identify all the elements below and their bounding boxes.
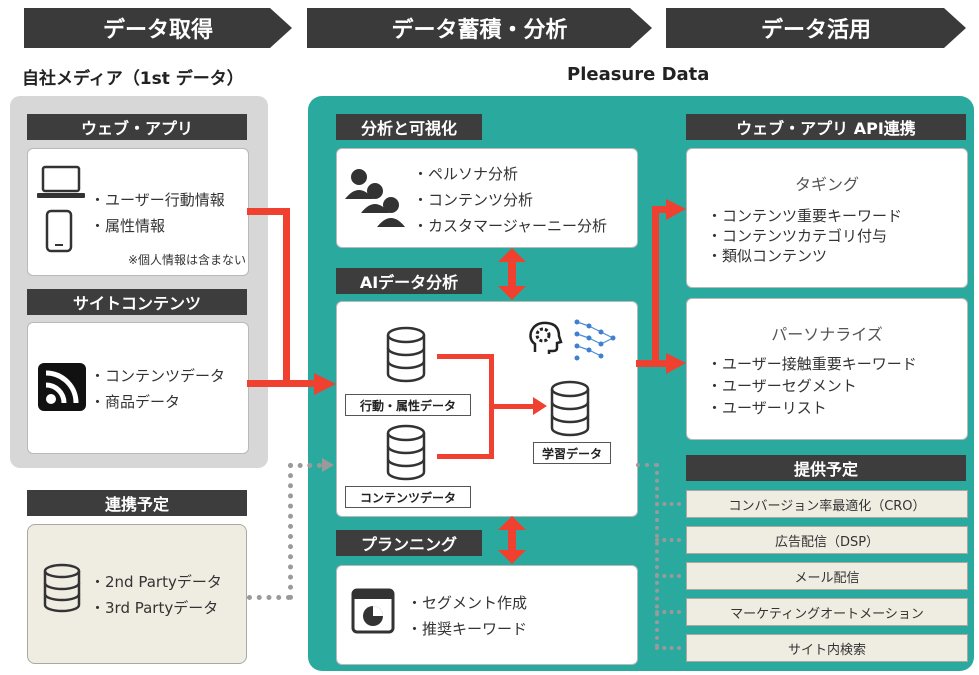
web-app-header: ウェブ・アプリ: [27, 114, 247, 140]
flow-arrow: [247, 208, 289, 215]
connector-line: [437, 354, 493, 359]
planned-link-item-2: ・3rd Partyデータ: [90, 599, 219, 617]
dotted-connector: [655, 538, 681, 542]
stage-store: データ蓄積・分析: [307, 8, 652, 48]
tagging-card: タギング ・コンテンツ重要キーワード ・コンテンツカテゴリ付与 ・類似コンテンツ: [686, 148, 968, 288]
web-app-card: ・ユーザー行動情報 ・属性情報 ※個人情報は含まない: [27, 148, 249, 276]
learning-data-label: 学習データ: [533, 442, 611, 464]
arrow-head-icon: [666, 199, 686, 220]
stage-store-label: データ蓄積・分析: [391, 18, 568, 43]
arrow-head-icon: [322, 458, 334, 472]
arrow-head-icon: [666, 353, 686, 374]
personalize-item-1: ・ユーザー接触重要キーワード: [707, 355, 917, 373]
web-app-note: ※個人情報は含まない: [128, 253, 247, 267]
planned-offer-item-4: マーケティングオートメーション: [686, 598, 968, 626]
flow-arrow: [652, 206, 670, 213]
left-heading: 自社メディア（1st データ）: [22, 69, 244, 89]
planned-offer-item-2: 広告配信（DSP）: [686, 526, 968, 554]
rss-icon: [38, 363, 86, 411]
planning-header: プランニング: [336, 530, 482, 556]
database-icon: [43, 563, 81, 613]
smartphone-icon: [45, 209, 73, 253]
neural-network-icon: [574, 319, 616, 361]
dotted-connector: [247, 595, 291, 600]
content-database-icon: [386, 424, 426, 481]
dotted-connector: [636, 463, 658, 467]
site-content-header: サイトコンテンツ: [27, 289, 247, 315]
api-header: ウェブ・アプリ API連携: [686, 114, 966, 140]
planned-link-card: ・2nd Partyデータ ・3rd Partyデータ: [27, 524, 247, 664]
behavior-database-icon: [386, 326, 426, 383]
dotted-connector: [655, 463, 659, 648]
laptop-icon: [37, 165, 85, 198]
arrow-head-icon: [533, 397, 547, 415]
stage-acquire-label: データ取得: [102, 18, 213, 43]
dotted-connector: [288, 463, 322, 468]
planning-item-2: ・推奨キーワード: [407, 620, 528, 638]
stage-utilize: データ活用: [666, 8, 966, 48]
planned-link-item-1: ・2nd Partyデータ: [90, 573, 222, 591]
double-arrow-icon: [498, 248, 526, 300]
personalize-card: パーソナライズ ・ユーザー接触重要キーワード ・ユーザーセグメント ・ユーザーリ…: [686, 298, 968, 440]
tagging-item-1: ・コンテンツ重要キーワード: [707, 207, 903, 225]
content-data-label: コンテンツデータ: [345, 486, 471, 508]
brain-gear-icon: [529, 321, 563, 354]
planning-card: ・セグメント作成 ・推奨キーワード: [336, 565, 638, 665]
planned-offer-item-1: コンバージョン率最適化（CRO）: [686, 490, 968, 518]
stage-acquire: データ取得: [24, 8, 292, 48]
tagging-title: タギング: [794, 175, 859, 194]
arrow-head-icon: [314, 373, 336, 395]
learning-database-icon: [550, 380, 590, 437]
ai-analysis-header: AIデータ分析: [336, 268, 482, 294]
connector-line: [437, 454, 493, 459]
dotted-connector: [288, 463, 293, 600]
planned-offer-header: 提供予定: [686, 455, 966, 481]
personalize-title: パーソナライズ: [771, 325, 883, 344]
dashboard-window-icon: [351, 588, 395, 634]
flow-arrow: [636, 360, 658, 367]
double-arrow-icon: [498, 516, 526, 564]
planning-item-1: ・セグメント作成: [407, 594, 528, 612]
connector-line: [489, 404, 537, 409]
flow-arrow: [283, 208, 290, 386]
analysis-vis-item-1: ・ペルソナ分析: [413, 165, 519, 183]
flow-arrow: [652, 206, 659, 367]
planned-offer-item-5: サイト内検索: [686, 634, 968, 662]
site-content-item-1: ・コンテンツデータ: [90, 367, 226, 385]
planned-offer-item-3: メール配信: [686, 562, 968, 590]
dotted-connector: [655, 574, 681, 578]
dotted-connector: [655, 646, 681, 650]
right-heading: Pleasure Data: [567, 64, 710, 85]
flow-arrow: [652, 360, 670, 367]
personalize-item-2: ・ユーザーセグメント: [707, 377, 857, 395]
flow-arrow: [247, 380, 317, 387]
dotted-connector: [655, 610, 681, 614]
analysis-vis-item-2: ・コンテンツ分析: [413, 191, 534, 209]
analysis-vis-header: 分析と可視化: [336, 114, 482, 140]
tagging-item-2: ・コンテンツカテゴリ付与: [707, 227, 888, 245]
web-app-item-2: ・属性情報: [90, 217, 166, 235]
site-content-card: ・コンテンツデータ ・商品データ: [27, 322, 249, 454]
personalize-item-3: ・ユーザーリスト: [707, 399, 827, 417]
analysis-vis-item-3: ・カスタマージャーニー分析: [413, 217, 607, 235]
planned-link-header: 連携予定: [27, 490, 247, 516]
people-icon: [345, 169, 405, 227]
analysis-vis-card: ・ペルソナ分析 ・コンテンツ分析 ・カスタマージャーニー分析: [336, 148, 638, 248]
tagging-item-3: ・類似コンテンツ: [707, 247, 828, 265]
site-content-item-2: ・商品データ: [90, 393, 181, 411]
behavior-data-label: 行動・属性データ: [345, 394, 471, 416]
ai-analysis-card: 行動・属性データ コンテンツデータ 学習データ: [336, 301, 638, 517]
stage-utilize-label: データ活用: [760, 18, 871, 43]
dotted-connector: [655, 502, 681, 506]
web-app-item-1: ・ユーザー行動情報: [90, 191, 225, 209]
